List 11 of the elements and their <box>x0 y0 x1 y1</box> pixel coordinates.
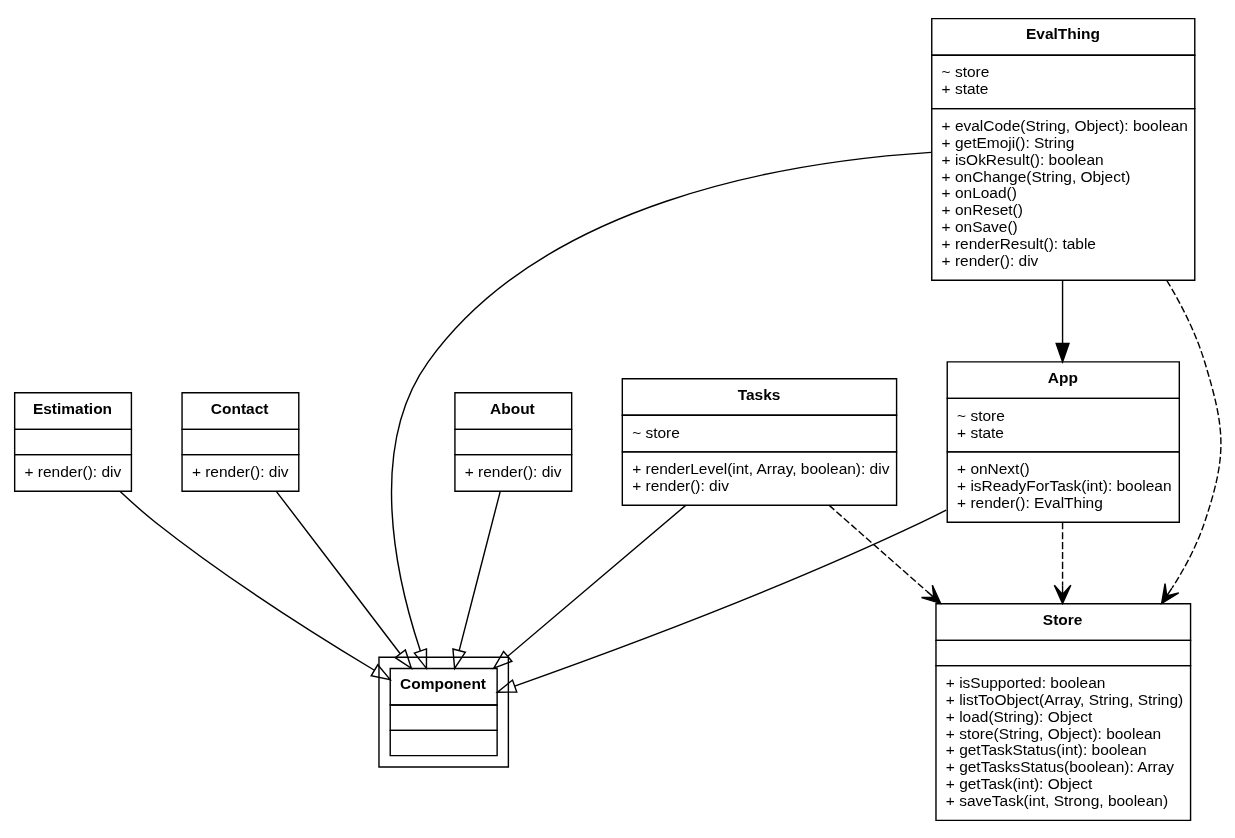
arrow <box>1055 279 1070 364</box>
arrow <box>492 504 687 670</box>
arrow <box>452 490 501 670</box>
cluster <box>378 656 510 768</box>
arrow <box>390 151 932 670</box>
arrow <box>1160 279 1222 604</box>
arrow <box>119 490 392 681</box>
arrow <box>828 504 942 604</box>
arrow <box>275 490 413 670</box>
arrow <box>495 508 947 693</box>
arrow <box>1053 521 1072 604</box>
